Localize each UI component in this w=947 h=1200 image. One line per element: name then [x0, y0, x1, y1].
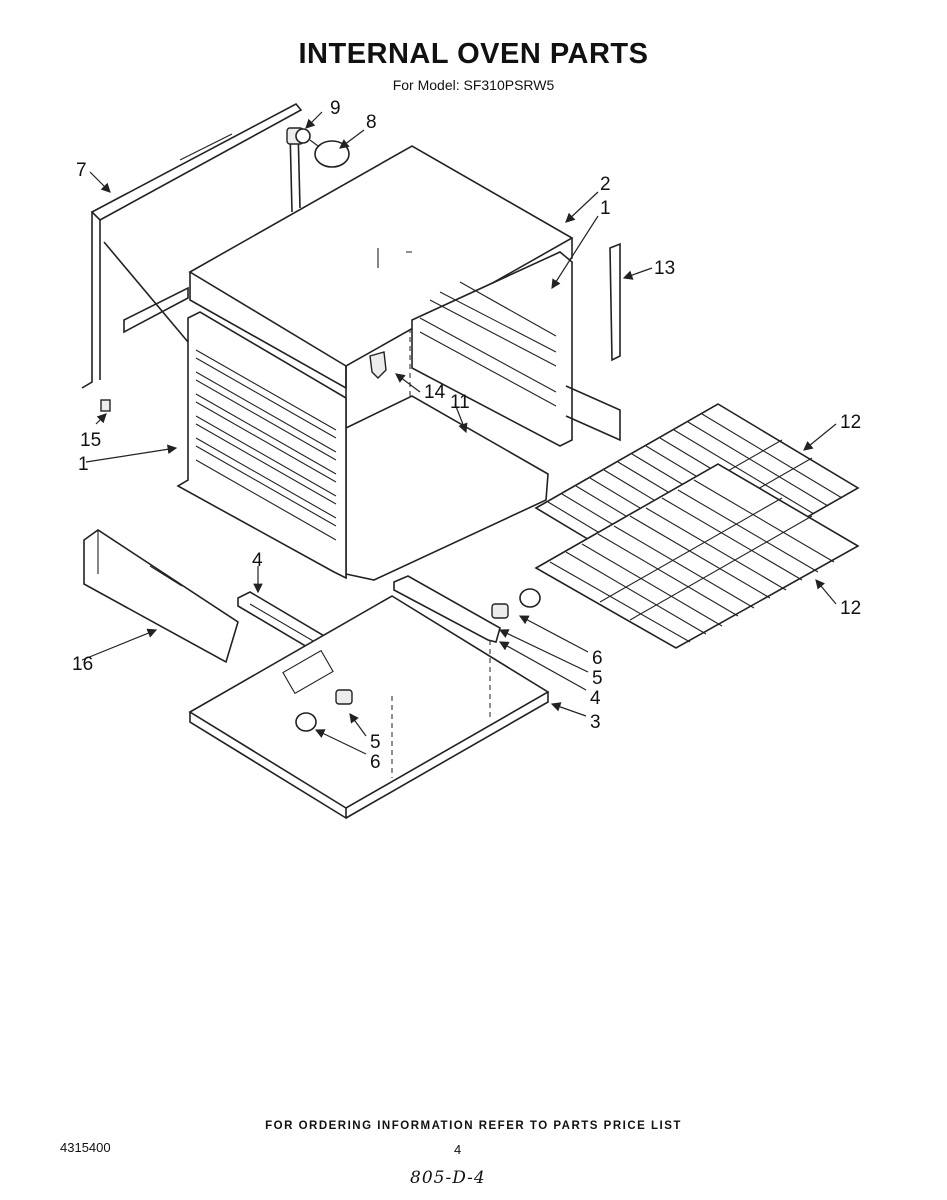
callout-12-lower: 12 [840, 598, 861, 619]
vent-channel-part [83, 529, 239, 664]
page-number: 4 [454, 1142, 462, 1157]
back-frame-part [81, 102, 303, 389]
rack-support-left-part [176, 311, 347, 580]
document-number: 4315400 [60, 1140, 111, 1155]
callout-4-lower: 4 [590, 688, 601, 709]
callout-12-upper: 12 [840, 412, 861, 433]
bracket-strip-part [609, 242, 621, 362]
callout-3: 3 [590, 712, 601, 733]
callout-13: 13 [654, 258, 675, 279]
callout-5-left: 5 [370, 732, 381, 753]
callout-labels: 9 8 7 2 1 13 14 11 15 1 12 4 16 12 6 5 4… [72, 98, 861, 773]
callout-4-upper: 4 [252, 550, 263, 571]
callout-15: 15 [80, 430, 101, 451]
rack-support-right-part [411, 251, 621, 447]
callout-6-left: 6 [370, 752, 381, 773]
clip-part [100, 399, 111, 412]
small-bracket-part [369, 351, 387, 379]
burner-bracket-right-part [393, 575, 501, 643]
knob-set-right-part [491, 588, 541, 619]
leader-lines [81, 111, 837, 755]
callout-16: 16 [72, 654, 93, 675]
callout-1-right: 1 [600, 198, 611, 219]
bottom-pan-part [188, 595, 550, 820]
handwritten-note: 805-D-4 [410, 1168, 486, 1188]
model-subtitle: For Model: SF310PSRW5 [392, 77, 555, 93]
callout-8: 8 [366, 112, 377, 133]
callout-6-right: 6 [592, 648, 603, 669]
callout-11: 11 [450, 392, 470, 413]
oven-rack-lower-part [534, 463, 860, 649]
callout-14: 14 [424, 382, 446, 403]
callout-9: 9 [330, 98, 341, 119]
callout-7: 7 [76, 160, 87, 181]
callout-1-left: 1 [78, 454, 89, 475]
callout-5-right: 5 [592, 668, 603, 689]
ordering-info-note: FOR ORDERING INFORMATION REFER TO PARTS … [265, 1120, 682, 1132]
knob-set-left-part [295, 689, 353, 732]
page-title: INTERNAL OVEN PARTS [298, 38, 649, 70]
callout-2: 2 [600, 174, 611, 195]
